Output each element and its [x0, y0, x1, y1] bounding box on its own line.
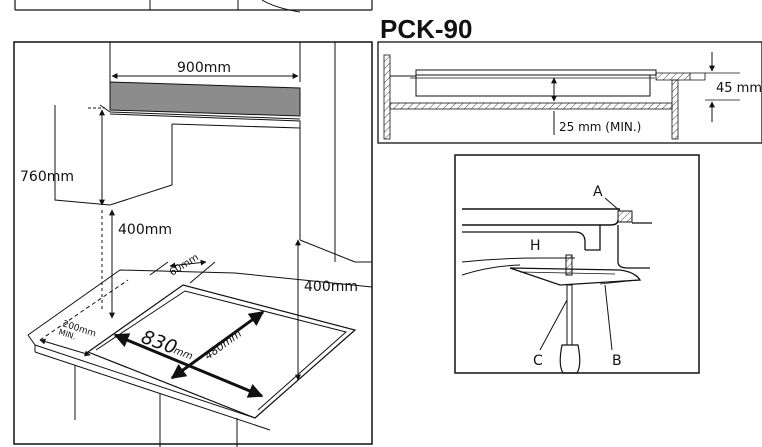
previous-frame-fragment — [14, 0, 373, 13]
screw — [565, 254, 573, 276]
cutout-depth-label: 480mm — [202, 327, 244, 362]
width-dimension-label: 900mm — [177, 60, 231, 76]
right-height-label: 400mm — [304, 279, 358, 295]
lower-height-label: 400mm — [118, 222, 172, 238]
seal-a — [617, 210, 633, 223]
side-margin-label: 60mm — [168, 252, 201, 278]
detail-view-frame — [454, 154, 700, 374]
section-view-frame — [377, 41, 762, 144]
main-view-frame — [13, 41, 373, 445]
label-b: B — [612, 353, 622, 369]
screwdriver-shaft — [566, 284, 573, 346]
screwdriver-handle — [559, 344, 581, 374]
label-a: A — [593, 184, 603, 200]
section-view: 25 mm (MIN.) 45 mm — [377, 41, 762, 144]
clearance-label: 25 mm (MIN.) — [559, 120, 641, 134]
label-c: C — [533, 353, 543, 369]
clamp-b — [509, 267, 642, 286]
label-h: H — [530, 238, 541, 254]
hood-bar — [109, 81, 301, 117]
model-title: PCK-90 — [380, 14, 472, 44]
cutout-depth-arrow — [170, 310, 265, 380]
thickness-label: 45 mm — [716, 81, 762, 96]
detail-view: A H C B — [454, 154, 700, 374]
main-perspective-view: 900mm 760mm 400mm 400mm 60mm 200mm — [13, 41, 373, 447]
upper-height-label: 760mm — [20, 169, 74, 185]
